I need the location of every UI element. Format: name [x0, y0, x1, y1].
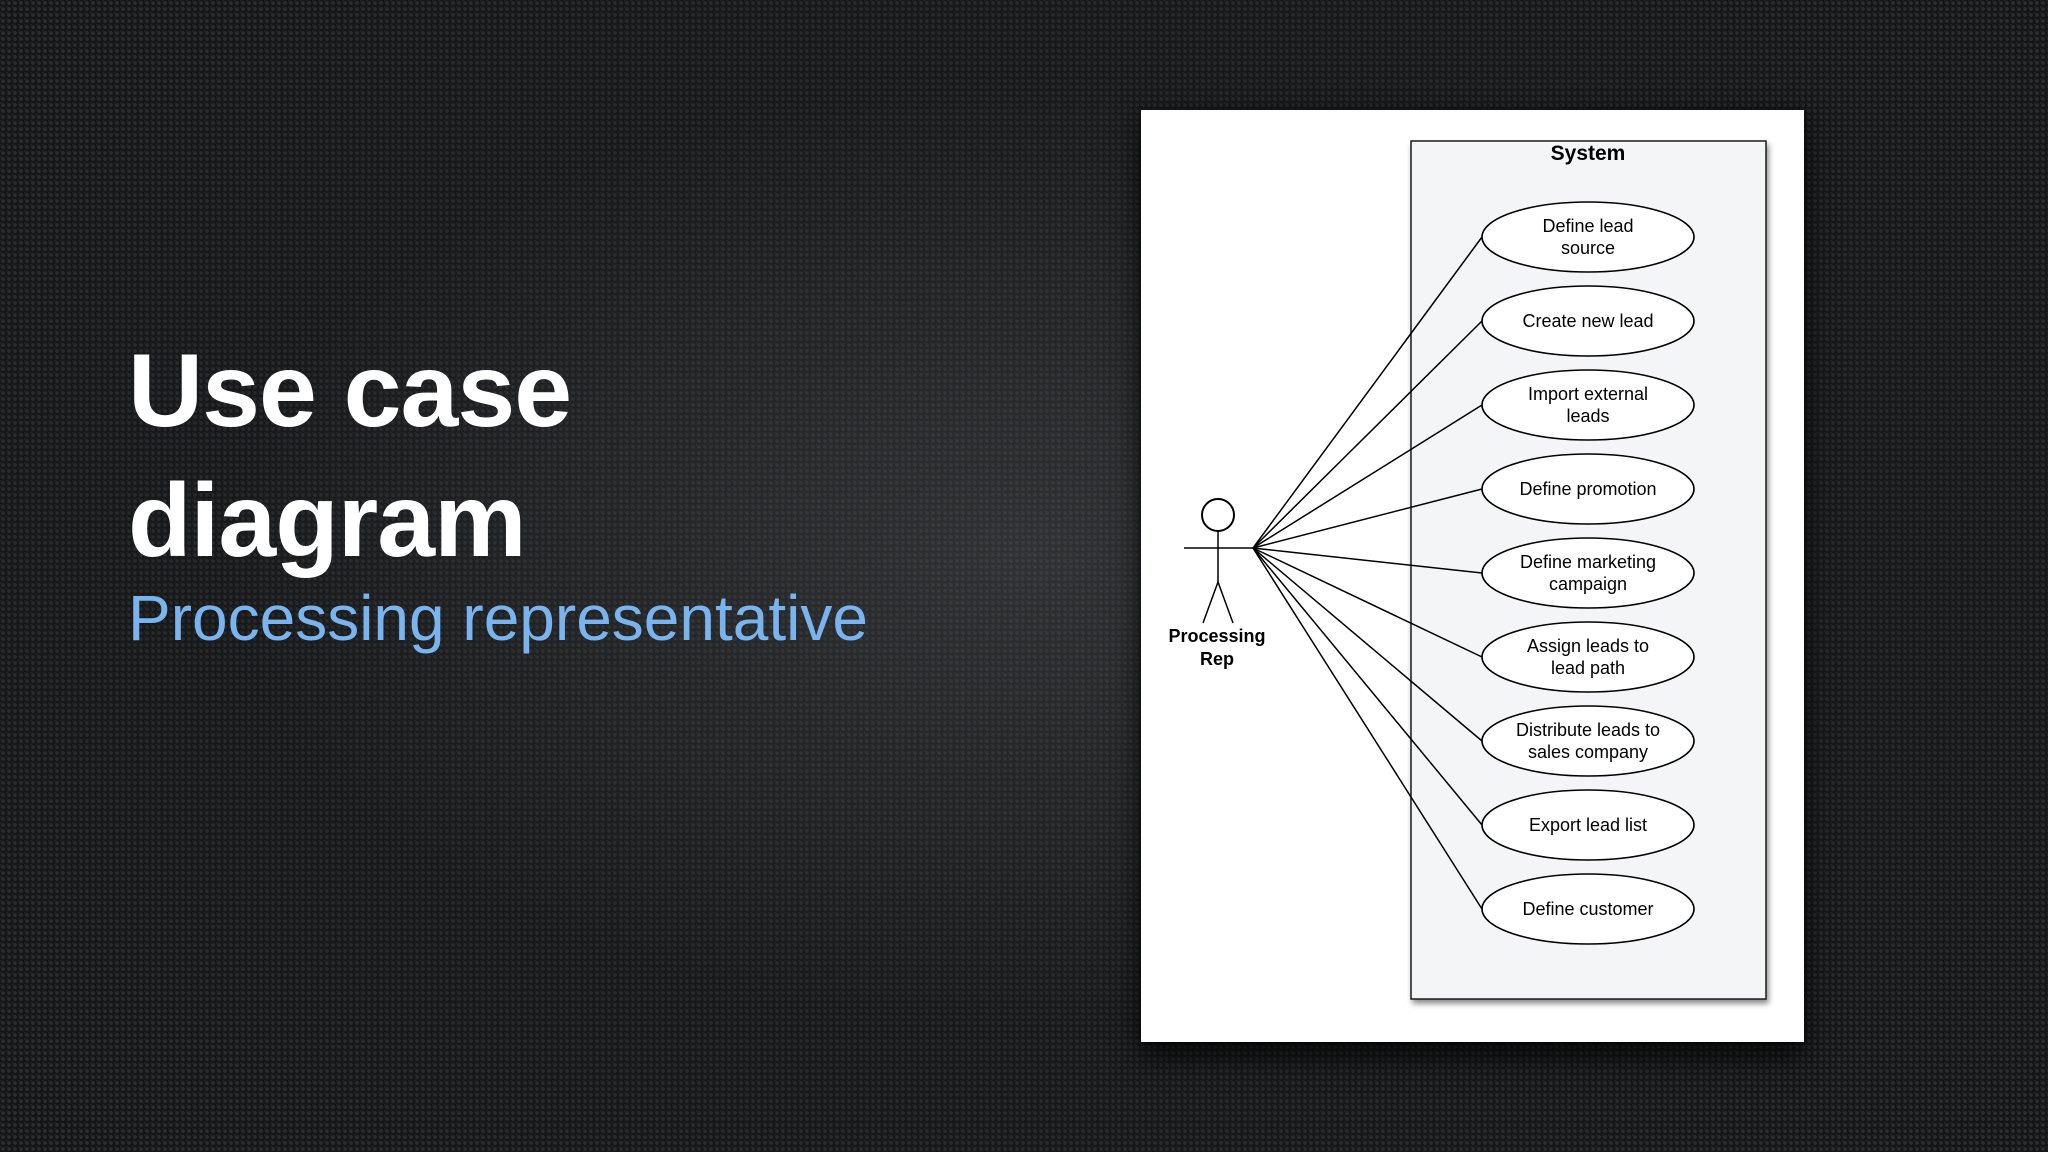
association-line — [1252, 547, 1483, 910]
system-label: System — [1551, 142, 1626, 165]
use-case-label: sales company — [1528, 742, 1648, 762]
actor-figure — [1184, 498, 1253, 624]
slide-title-block: Use case diagram Processing representati… — [128, 326, 1028, 658]
use-case: Export lead list — [1481, 789, 1695, 861]
use-case-label: Export lead list — [1529, 815, 1647, 835]
use-case-diagram: System Processing Rep Define leadsourceC… — [1168, 140, 1767, 1000]
use-case-ellipse — [1481, 369, 1695, 441]
use-case-label: Import external — [1528, 384, 1648, 404]
association-line — [1252, 547, 1483, 658]
actor-left-leg — [1202, 581, 1219, 624]
use-case: Create new lead — [1481, 285, 1695, 357]
association-line — [1252, 547, 1483, 574]
association-line — [1252, 236, 1483, 549]
slide-title-line-2: diagram — [128, 463, 527, 579]
use-case-label: lead path — [1551, 658, 1625, 678]
association-line — [1252, 404, 1483, 549]
use-case-label: Define promotion — [1519, 479, 1656, 499]
use-case-label: source — [1561, 238, 1615, 258]
use-case-ellipse — [1481, 789, 1695, 861]
use-case-ellipse — [1481, 873, 1695, 945]
actor-head — [1201, 498, 1235, 532]
actor-name-line-2: Rep — [1200, 649, 1234, 669]
use-case-label: Distribute leads to — [1516, 720, 1660, 740]
use-case-label: Define marketing — [1520, 552, 1656, 572]
association-line — [1252, 320, 1483, 549]
association-line — [1252, 547, 1483, 826]
use-case-ellipse — [1481, 621, 1695, 693]
use-case-label: Assign leads to — [1527, 636, 1649, 656]
use-case-label: Define customer — [1522, 899, 1653, 919]
use-case-ellipse — [1481, 201, 1695, 273]
slide-subtitle: Processing representative — [128, 582, 868, 654]
use-case-label: Define lead — [1542, 216, 1633, 236]
slide-title-line-1: Use case — [128, 333, 572, 449]
use-case-ellipse — [1481, 285, 1695, 357]
use-case-label: Create new lead — [1522, 311, 1653, 331]
association-lines — [1252, 236, 1483, 910]
use-case-ellipse — [1481, 537, 1695, 609]
actor-right-leg — [1217, 581, 1234, 624]
use-case-ellipse — [1481, 453, 1695, 525]
use-case-label: leads — [1566, 406, 1609, 426]
use-case-ellipse — [1481, 705, 1695, 777]
actor-name-line-1: Processing — [1168, 626, 1265, 646]
association-line — [1252, 547, 1483, 742]
use-case: Define promotion — [1481, 453, 1695, 525]
association-line — [1252, 488, 1483, 549]
use-case: Define customer — [1481, 873, 1695, 945]
use-case-label: campaign — [1549, 574, 1627, 594]
